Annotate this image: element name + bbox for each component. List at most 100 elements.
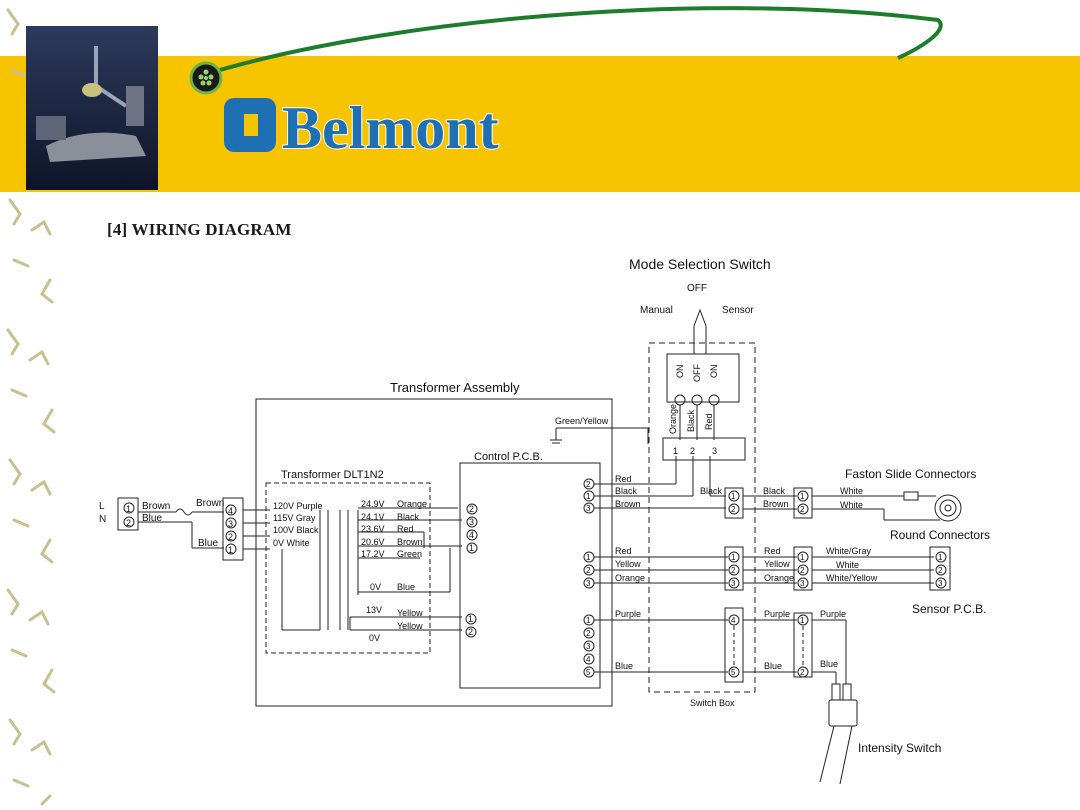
faston-label: Faston Slide Connectors (845, 467, 976, 481)
round-label: Round Connectors (890, 528, 990, 542)
mains-brown: Brown (142, 501, 170, 512)
switch-pin-1: 1 (673, 446, 678, 456)
switchbox-black: Black (700, 486, 723, 496)
primary-pin-1: 1 (228, 545, 233, 555)
pcb-in-pin-2: 2 (469, 504, 474, 514)
switch-pin-3: 3 (712, 446, 717, 456)
rc-pin-2b: 2 (800, 566, 805, 575)
switch-pos-2: OFF (692, 364, 702, 382)
control-pcb-label: Control P.C.B. (474, 451, 543, 463)
sensor-wire-2: White (836, 560, 859, 570)
mains-blue: Blue (142, 513, 162, 524)
sb-pin-4c: 4 (731, 616, 736, 625)
pcb-bot-wire-1: Purple (615, 609, 641, 619)
low-pin-2: 2 (468, 627, 473, 637)
sec-color-5: Green (397, 549, 422, 559)
rc-pin-1c: 1 (800, 616, 805, 625)
primary-tap-2: 115V Gray (273, 513, 316, 523)
sb-pin-2b: 2 (731, 566, 736, 575)
bot-right-1: Purple (764, 609, 790, 619)
mid-right-2: Yellow (764, 559, 790, 569)
pcb-top-wire-2: Black (615, 486, 638, 496)
sec-volt-5: 17.2V (361, 549, 385, 559)
switch-wire-3: Red (704, 413, 714, 430)
header-swoosh (199, 6, 943, 78)
low-tap-c1: Yellow (397, 608, 423, 618)
pcb-in-pin-3: 3 (469, 517, 474, 527)
switch-pin-2: 2 (690, 446, 695, 456)
primary-pin-4: 4 (228, 506, 233, 516)
mains-l: L (99, 501, 105, 512)
off-label: OFF (687, 283, 707, 294)
zero-blue-volt: 0V (370, 582, 381, 592)
sec-volt-2: 24.1V (361, 512, 385, 522)
primary-pin-2: 2 (228, 532, 233, 542)
belmont-logo: Belmont (224, 94, 500, 162)
sec-color-3: Red (397, 524, 414, 534)
transformer-box (265, 482, 431, 654)
transformer-model-label: Transformer DLT1N2 (281, 469, 384, 481)
switch-box-label: Switch Box (690, 698, 735, 708)
sec-volt-4: 20.6V (361, 537, 385, 547)
sensor-wire-3: White/Yellow (826, 573, 878, 583)
low-pin-1: 1 (468, 614, 473, 624)
low-tap-zero: 0V (369, 633, 380, 643)
section-title: [4] WIRING DIAGRAM (107, 220, 292, 239)
pcb-mid-wire-3: Orange (615, 573, 645, 583)
manual-label: Manual (640, 305, 673, 316)
pcb-mid-wire-1: Red (615, 546, 632, 556)
pcb-top-wire-3: Brown (615, 499, 641, 509)
mains-pin-2: 2 (126, 518, 131, 528)
faston-left-2: Brown (763, 499, 789, 509)
pcb-top-wire-1: Red (615, 474, 632, 484)
transformer-assembly-box (255, 398, 613, 707)
rc-pin-2a: 2 (800, 505, 805, 514)
sec-color-1: Orange (397, 499, 427, 509)
bot-right-2: Blue (764, 661, 782, 671)
pcb-mid-pin-1: 1 (586, 553, 591, 562)
pcb-in-pin-1: 1 (469, 543, 474, 553)
rc-pin-1a: 1 (800, 492, 805, 501)
primary-tap-3: 100V Black (273, 525, 319, 535)
logo-text: Belmont (282, 95, 499, 161)
pcb-bot-pin-3: 3 (586, 642, 591, 651)
low-tap-c2: Yellow (397, 621, 423, 631)
intensity-wire-2: Blue (820, 659, 838, 669)
switch-pos-3: ON (709, 365, 719, 379)
pcb-bot-pin-4: 4 (586, 655, 591, 664)
pcb-mid-pin-2: 2 (586, 566, 591, 575)
sensor-wire-1: White/Gray (826, 546, 872, 556)
pcb-top-pin-2: 2 (586, 480, 591, 489)
switch-wire-2: Black (686, 409, 696, 432)
mains-blue2: Blue (198, 538, 218, 549)
rc-pin-1b: 1 (800, 553, 805, 562)
mains-brown2: Brown (196, 498, 224, 509)
sec-volt-3: 23.6V (361, 524, 385, 534)
faston-wire-1: White (840, 486, 863, 496)
pcb-bot-pin-1: 1 (586, 616, 591, 625)
transformer-assembly-label: Transformer Assembly (390, 380, 520, 395)
sensor-label: Sensor (722, 305, 754, 316)
dental-unit-photo (26, 26, 158, 190)
faston-wire-2: White (840, 500, 863, 510)
primary-pin-3: 3 (228, 519, 233, 529)
low-tap-volt: 13V (366, 605, 382, 615)
pcb-top-pin-1: 1 (586, 492, 591, 501)
mid-right-1: Red (764, 546, 781, 556)
header-band (0, 56, 1080, 192)
sb-pin-1b: 1 (731, 553, 736, 562)
zero-blue-color: Blue (397, 582, 415, 592)
sp-pin-3: 3 (938, 579, 943, 588)
rc-pin-2c: 2 (800, 668, 805, 677)
pcb-bot-pin-2: 2 (586, 629, 591, 638)
switch-box (648, 342, 756, 693)
primary-tap-1: 120V Purple (273, 501, 323, 511)
sb-pin-3b: 3 (731, 579, 736, 588)
intensity-label: Intensity Switch (858, 741, 941, 755)
sec-color-2: Black (397, 512, 420, 522)
sensor-pcb-label: Sensor P.C.B. (912, 602, 986, 616)
mains-pin-1: 1 (126, 504, 131, 514)
control-pcb-box (459, 462, 601, 689)
sb-pin-5c: 5 (731, 668, 736, 677)
